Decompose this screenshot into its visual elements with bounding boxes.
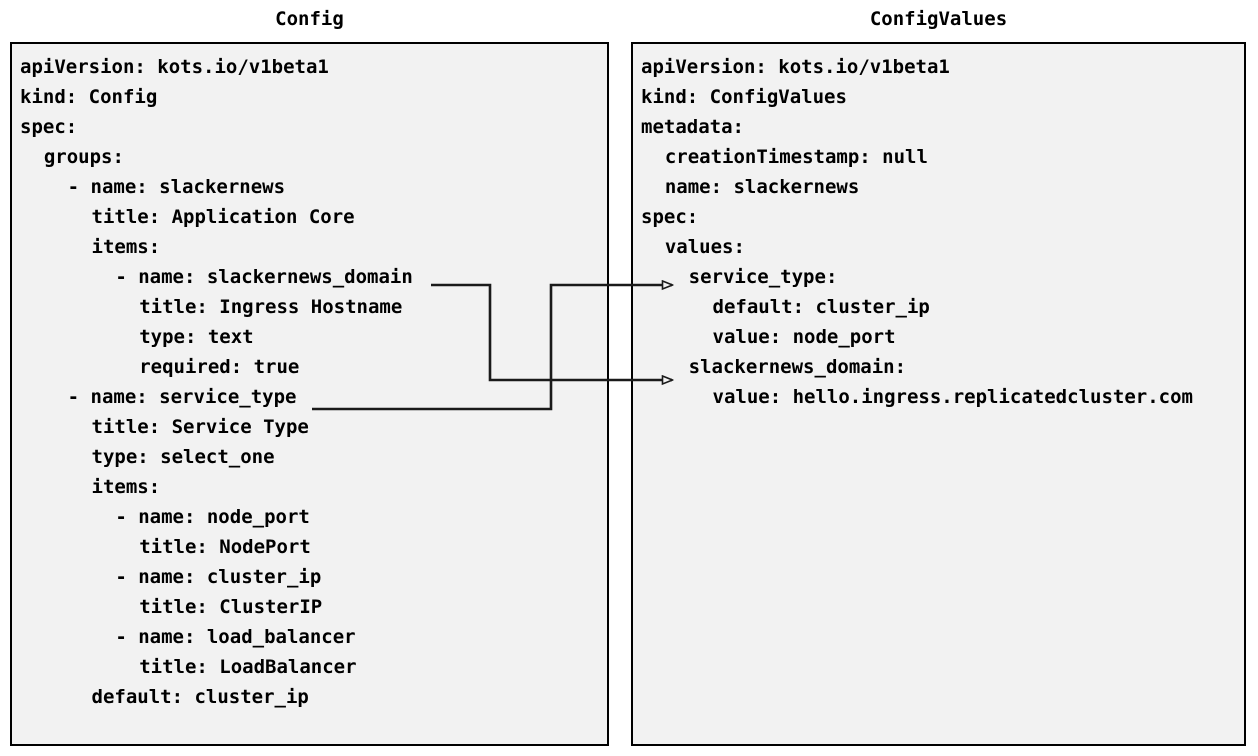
config-line-11: - name: service_type (67, 386, 297, 408)
configvalues-line-2: metadata: (641, 116, 744, 138)
config-line-9: type: text (139, 326, 254, 348)
config-line-16: title: NodePort (139, 536, 311, 558)
configvalues-line-3: creationTimestamp: null (664, 146, 928, 168)
configvalues-line-4: name: slackernews (664, 176, 860, 198)
configvalues-line-6: values: (664, 236, 745, 258)
config-line-6: items: (91, 236, 161, 258)
configvalues-line-11: value: hello.ingress.replicatedcluster.c… (712, 386, 1193, 408)
config-line-19: - name: load_balancer (115, 626, 356, 648)
config-line-20: title: LoadBalancer (139, 656, 357, 678)
config-line-18: title: ClusterIP (139, 596, 323, 618)
configvalues-line-1: kind: ConfigValues (641, 86, 847, 108)
config-line-0: apiVersion: kots.io/v1beta1 (20, 56, 329, 78)
config-line-14: items: (91, 476, 161, 498)
configvalues-line-7: service_type: (688, 266, 838, 288)
configvalues-panel: apiVersion: kots.io/v1beta1 kind: ConfigV… (631, 42, 1246, 746)
config-line-3: groups: (43, 146, 124, 168)
config-line-12: title: Service Type (91, 416, 309, 438)
config-line-8: title: Ingress Hostname (139, 296, 403, 318)
configvalues-line-10: slackernews_domain: (688, 356, 907, 378)
config-line-17: - name: cluster_ip (115, 566, 322, 588)
config-line-10: required: true (139, 356, 300, 378)
configvalues-line-5: spec: (641, 206, 699, 228)
config-line-13: type: select_one (91, 446, 275, 468)
config-line-15: - name: node_port (115, 506, 310, 528)
config-line-7: - name: slackernews_domain (115, 266, 413, 288)
config-column-heading: Config (275, 8, 344, 30)
configvalues-yaml-body: apiVersion: kots.io/v1beta1 kind: ConfigV… (633, 44, 1244, 744)
config-yaml-body: apiVersion: kots.io/v1beta1 kind: Config s… (12, 44, 607, 744)
config-line-2: spec: (20, 116, 78, 138)
config-panel: apiVersion: kots.io/v1beta1 kind: Config s… (10, 42, 609, 746)
config-line-21: default: cluster_ip (91, 686, 309, 708)
configvalues-column-heading: ConfigValues (869, 8, 1008, 30)
config-line-1: kind: Config (20, 86, 158, 108)
config-line-5: title: Application Core (91, 206, 355, 228)
configvalues-line-0: apiVersion: kots.io/v1beta1 (641, 56, 950, 78)
configvalues-line-8: default: cluster_ip (712, 296, 930, 318)
config-line-4: - name: slackernews (67, 176, 286, 198)
configvalues-line-9: value: node_port (712, 326, 896, 348)
